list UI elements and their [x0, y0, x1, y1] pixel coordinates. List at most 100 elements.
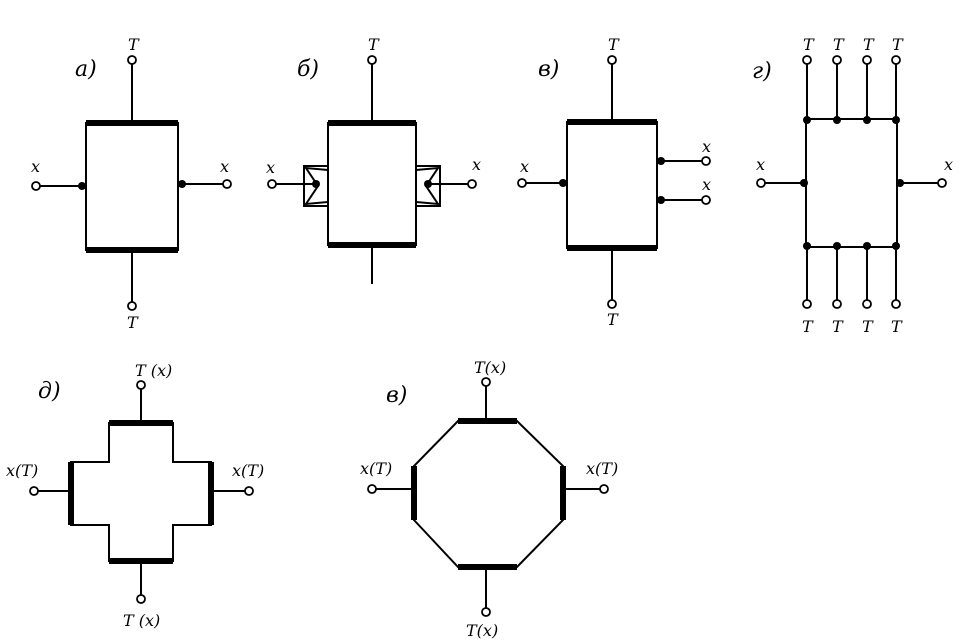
panel-g-bottom-terminal-2: [832, 299, 842, 309]
panel-v-right-contact-dot-1: [657, 157, 665, 165]
panel-e: в) T(x) T(x) x(T) x(T): [360, 358, 618, 640]
panel-g-bottom-contact-dot-4: [892, 242, 900, 250]
panel-v-caption: в): [538, 57, 559, 82]
panel-g-bottom-contact-dot-2: [833, 242, 841, 250]
panel-a-left-label: x: [31, 157, 40, 176]
panel-v-top-label: T: [608, 35, 620, 54]
panel-b-block: [327, 122, 417, 246]
panel-e-caption: в): [386, 383, 407, 408]
panel-g-bottom-contact-dot-3: [863, 242, 871, 250]
panel-d-cross-block: [70, 422, 212, 562]
panel-g-top-contact-dot-3: [863, 116, 871, 124]
panel-g-bottom-label-3: T: [862, 317, 874, 336]
panel-b: б) T x x: [266, 35, 481, 284]
panel-b-top-label: T: [368, 35, 380, 54]
panel-g-bottom-label-2: T: [832, 317, 844, 336]
panel-g-top-label-4: T: [892, 35, 904, 54]
panel-g-bottom-terminal-4: [891, 299, 901, 309]
panel-a-right-label: x: [220, 157, 229, 176]
panel-d-top-terminal: [136, 380, 146, 390]
panel-g-block: [805, 118, 898, 248]
panel-e-right-label: x(T): [586, 459, 618, 478]
panel-e-left-label: x(T): [360, 459, 392, 478]
panel-d-right-terminal: [244, 486, 254, 496]
panel-g-left-contact-dot: [800, 179, 808, 187]
panel-v-block: [566, 121, 658, 249]
panel-b-right-terminal: [467, 179, 477, 189]
panel-d-top-label: T (x): [135, 361, 172, 380]
panel-b-right-contact-dot: [424, 180, 432, 188]
panel-g-top-contact-dot-4: [892, 116, 900, 124]
panel-g-bottom-contact-dot-1: [803, 242, 811, 250]
panel-b-right-insulating-wedge: [415, 166, 440, 206]
panel-g-left-label: x: [756, 155, 765, 174]
panel-g: г) T T T T T T: [752, 35, 953, 336]
panel-g-top-terminal-2: [832, 55, 842, 65]
panel-b-right-label: x: [472, 155, 481, 174]
panel-v-left-label: x: [520, 157, 529, 176]
panel-v-bottom-terminal: [607, 299, 617, 309]
panel-d-left-terminal: [29, 486, 39, 496]
panel-d: д) T (x) T (x) x(T) x(T): [6, 361, 264, 630]
panel-b-left-insulating-wedge: [304, 166, 329, 206]
panel-b-left-contact-dot: [312, 180, 320, 188]
panel-a-top-terminal: [127, 55, 137, 65]
panel-g-bottom-label-1: T: [802, 317, 814, 336]
panel-e-right-terminal: [599, 484, 609, 494]
panel-v-top-terminal: [607, 55, 617, 65]
panel-b-left-label: x: [266, 158, 275, 177]
panel-a-bottom-terminal: [127, 301, 137, 311]
panel-d-bottom-label: T (x): [123, 611, 160, 630]
panel-d-right-label: x(T): [232, 461, 264, 480]
panel-a-right-terminal: [222, 179, 232, 189]
panel-g-top-label-3: T: [863, 35, 875, 54]
panel-a-left-contact-dot: [78, 182, 86, 190]
panel-v-right-label-2: x: [702, 175, 711, 194]
panel-v-bottom-label: T: [607, 310, 619, 329]
panel-a-left-terminal: [31, 181, 41, 191]
panel-g-top-leads: T T T T: [802, 35, 904, 124]
panel-b-caption: б): [297, 57, 319, 82]
panel-v-right-contact-dot-2: [657, 196, 665, 204]
panel-g-bottom-terminal-1: [802, 299, 812, 309]
panel-e-left-terminal: [367, 484, 377, 494]
panel-g-top-label-1: T: [803, 35, 815, 54]
panel-e-octagon-block: [413, 420, 564, 568]
panel-g-right-terminal: [937, 178, 947, 188]
panel-g-top-terminal-1: [802, 55, 812, 65]
panel-g-top-terminal-4: [891, 55, 901, 65]
panel-g-right-label: x: [944, 155, 953, 174]
panel-d-bottom-terminal: [136, 594, 146, 604]
panel-v-left-terminal: [517, 178, 527, 188]
panel-g-right-contact-dot: [896, 179, 904, 187]
panel-v-right-terminal-2: [701, 195, 711, 205]
panel-v-right-label-1: x: [702, 137, 711, 156]
panel-g-top-terminal-3: [862, 55, 872, 65]
panel-g-top-label-2: T: [833, 35, 845, 54]
panel-e-bottom-terminal: [481, 607, 491, 617]
panel-a-caption: а): [75, 57, 97, 82]
panel-g-bottom-leads: T T T T: [802, 242, 903, 336]
panel-a-bottom-label: T: [127, 313, 139, 332]
panel-e-top-label: T(x): [474, 358, 506, 377]
panel-g-bottom-terminal-3: [862, 299, 872, 309]
panel-e-bottom-label: T(x): [466, 621, 498, 640]
panel-g-top-contact-dot-2: [833, 116, 841, 124]
panel-g-left-terminal: [756, 178, 766, 188]
panel-d-caption: д): [38, 379, 61, 404]
panel-v-left-contact-dot: [559, 179, 567, 187]
panel-g-bottom-label-4: T: [891, 317, 903, 336]
panel-a-top-label: T: [128, 35, 140, 54]
panel-g-caption: г): [752, 59, 772, 84]
panel-v: в) T T x x x: [517, 35, 711, 329]
panel-a-block: [85, 122, 179, 251]
panel-b-left-terminal: [267, 179, 277, 189]
panel-a-right-contact-dot: [178, 180, 186, 188]
panel-v-right-terminal-1: [701, 156, 711, 166]
panel-e-top-terminal: [481, 377, 491, 387]
panel-b-top-terminal: [367, 55, 377, 65]
panel-d-left-label: x(T): [6, 461, 38, 480]
panel-a: а) T T x x: [31, 35, 232, 332]
panel-g-top-contact-dot-1: [803, 116, 811, 124]
